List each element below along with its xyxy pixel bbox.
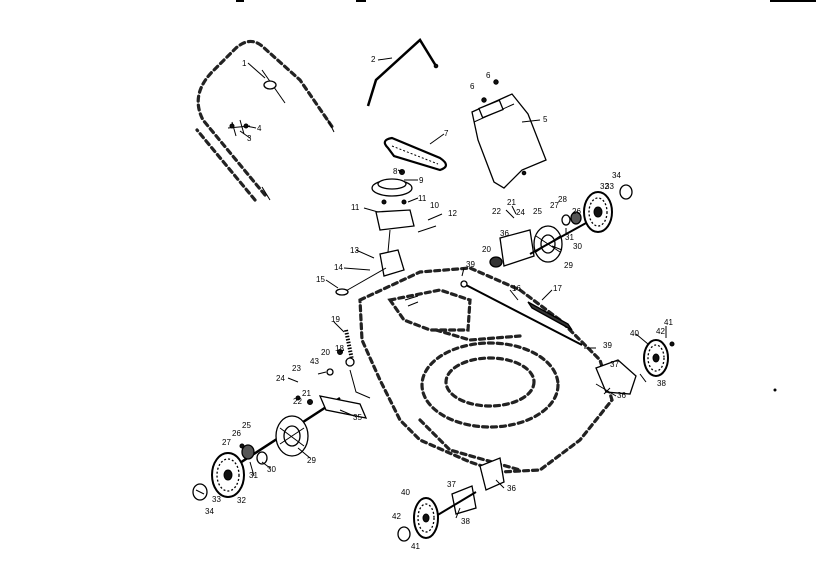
callout-30a: 30 bbox=[267, 465, 276, 474]
stray-dot bbox=[773, 388, 777, 392]
callout-20a: 20 bbox=[321, 348, 330, 357]
callout-41a: 41 bbox=[664, 318, 673, 327]
callout-41b: 41 bbox=[411, 542, 420, 551]
callout-38b: 38 bbox=[461, 517, 470, 526]
rear-right-wheel-assembly bbox=[489, 184, 633, 268]
callout-26a: 26 bbox=[232, 429, 241, 438]
callout-42a: 42 bbox=[656, 327, 665, 336]
callout-33b: 33 bbox=[605, 182, 614, 191]
callout-34a: 34 bbox=[205, 507, 214, 516]
callout-11b: 11 bbox=[418, 194, 427, 203]
callout-25a: 25 bbox=[242, 421, 251, 430]
callout-35: 35 bbox=[353, 413, 362, 422]
spring-bracket bbox=[326, 329, 371, 399]
top-edge-marks bbox=[236, 0, 816, 2]
callout-39b: 39 bbox=[603, 341, 612, 350]
callout-40a: 40 bbox=[630, 329, 639, 338]
discharge-chute bbox=[471, 79, 547, 189]
callout-12: 12 bbox=[448, 209, 457, 218]
callout-36a: 36 bbox=[500, 229, 509, 238]
callout-36b: 36 bbox=[617, 391, 626, 400]
callout-39a: 39 bbox=[466, 260, 475, 269]
callout-24a: 24 bbox=[276, 374, 285, 383]
callout-31a: 31 bbox=[249, 471, 258, 480]
callout-10: 10 bbox=[430, 201, 439, 210]
callout-17: 17 bbox=[553, 284, 562, 293]
callout-11a: 11 bbox=[351, 203, 360, 212]
callout-26b: 26 bbox=[572, 207, 581, 216]
callout-38a: 38 bbox=[657, 379, 666, 388]
callout-5: 5 bbox=[543, 115, 548, 124]
mower-deck bbox=[358, 266, 614, 474]
callout-3: 3 bbox=[247, 134, 252, 143]
callout-29a: 29 bbox=[307, 456, 316, 465]
callout-31b: 31 bbox=[565, 233, 574, 242]
callout-42b: 42 bbox=[392, 512, 401, 521]
callout-15: 15 bbox=[316, 275, 325, 284]
control-bar bbox=[366, 38, 439, 107]
callout-34b: 34 bbox=[612, 171, 621, 180]
callout-25b: 25 bbox=[533, 207, 542, 216]
callout-4: 4 bbox=[257, 124, 262, 133]
callout-14: 14 bbox=[334, 263, 343, 272]
callout-21a: 21 bbox=[302, 389, 311, 398]
callout-2: 2 bbox=[371, 55, 376, 64]
handle-bracket bbox=[263, 80, 277, 90]
callout-29b: 29 bbox=[564, 261, 573, 270]
callout-32a: 32 bbox=[237, 496, 246, 505]
callout-20b: 20 bbox=[482, 245, 491, 254]
callout-43: 43 bbox=[310, 357, 319, 366]
callout-8: 8 bbox=[393, 167, 398, 176]
callout-32b: 32 bbox=[600, 182, 609, 191]
callout-33a: 33 bbox=[212, 495, 221, 504]
callout-27b: 27 bbox=[550, 201, 559, 210]
callout-30b: 30 bbox=[573, 242, 582, 251]
callout-13: 13 bbox=[350, 246, 359, 255]
callout-24b: 24 bbox=[516, 208, 525, 217]
front-left-wheel-assembly bbox=[397, 457, 505, 542]
callout-21b: 21 bbox=[507, 198, 516, 207]
height-rod bbox=[460, 280, 583, 346]
handle-assembly bbox=[195, 39, 335, 202]
callout-6b: 6 bbox=[470, 82, 475, 91]
callout-19: 19 bbox=[331, 315, 340, 324]
callout-40b: 40 bbox=[401, 488, 410, 497]
callout-22b: 22 bbox=[492, 207, 501, 216]
callout-7: 7 bbox=[444, 129, 449, 138]
front-right-wheel-assembly bbox=[595, 339, 675, 397]
callout-1: 1 bbox=[242, 59, 247, 68]
callout-27a: 27 bbox=[222, 438, 231, 447]
leader-lines bbox=[239, 57, 667, 519]
callout-23: 23 bbox=[292, 364, 301, 373]
callout-6: 6 bbox=[486, 71, 491, 80]
callout-37a: 37 bbox=[610, 360, 619, 369]
rear-left-wheel-assembly bbox=[192, 395, 368, 501]
callouts: 1 2 3 4 5 6 6 7 8 9 10 11 11 12 13 14 15… bbox=[205, 55, 673, 551]
callout-37b: 37 bbox=[447, 480, 456, 489]
callout-16: 16 bbox=[512, 284, 521, 293]
callout-36c: 36 bbox=[507, 484, 516, 493]
callout-9: 9 bbox=[419, 176, 424, 185]
drive-belt bbox=[383, 136, 448, 172]
callout-18: 18 bbox=[335, 344, 344, 353]
callout-22a: 22 bbox=[293, 397, 302, 406]
callout-28: 28 bbox=[558, 195, 567, 204]
pulley-transmission bbox=[335, 169, 437, 296]
